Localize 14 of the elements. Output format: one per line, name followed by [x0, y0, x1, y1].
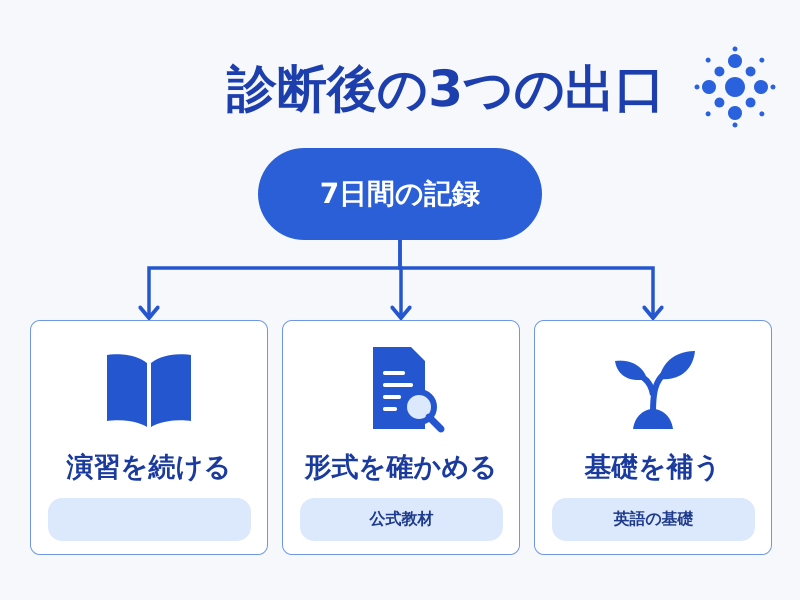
resource-pill	[48, 498, 251, 541]
option-card	[534, 320, 772, 555]
option-heading: 基礎を補う	[584, 451, 722, 485]
resource-pill	[300, 498, 503, 541]
option-heading: 演習を続ける	[65, 451, 232, 485]
arrow	[398, 240, 664, 320]
option-card	[282, 320, 520, 555]
option-heading: 形式を確かめる	[303, 451, 498, 485]
pill-label: 7日間の記録	[320, 176, 480, 212]
resource-pill	[552, 498, 755, 541]
pill-label: 英語の基礎	[614, 509, 694, 530]
option-card	[30, 320, 268, 555]
title: 診断後の3つの出口	[226, 59, 665, 120]
pill-label: 公式教材	[370, 509, 434, 530]
